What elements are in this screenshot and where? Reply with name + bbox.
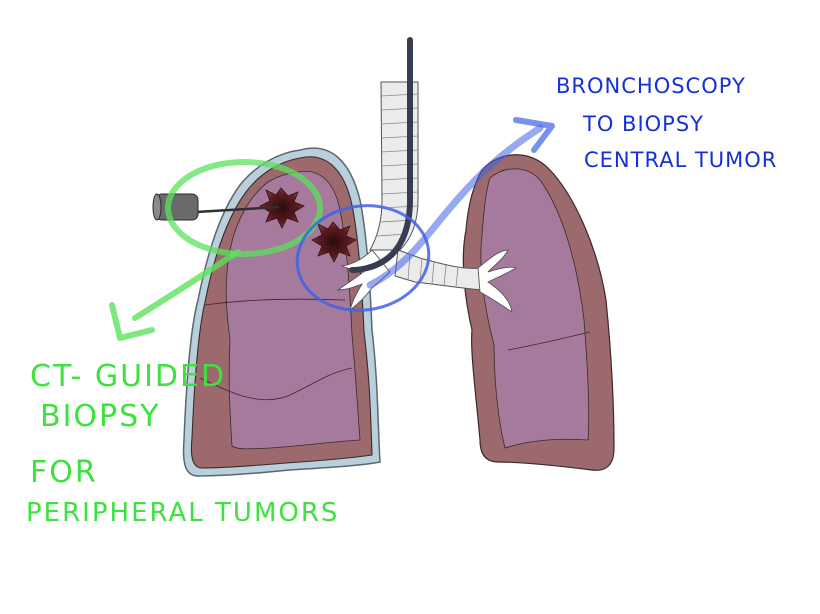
blue-highlight xyxy=(295,117,555,312)
green-highlight xyxy=(109,159,323,341)
ct-guided-label-line-3: FOR xyxy=(30,455,98,490)
tumor-icon xyxy=(259,187,357,263)
bronchoscopy-label-line-1: BRONCHOSCOPY xyxy=(556,74,746,98)
bronchoscopy-label-line-3: CENTRAL TUMOR xyxy=(584,148,778,172)
blue-arrow xyxy=(366,124,544,289)
green-arrowhead xyxy=(109,302,155,341)
peripheral-tumor xyxy=(259,187,305,229)
green-circle xyxy=(165,159,323,257)
left-lung-fissure-upper xyxy=(204,298,346,306)
bronchoscopy-label-line-2: TO BIOPSY xyxy=(583,112,704,136)
biopsy-needle xyxy=(195,205,280,214)
right-lung-fissure xyxy=(507,331,591,351)
right-bronchial-tree xyxy=(477,249,518,313)
blue-circle xyxy=(295,204,431,312)
central-tumor xyxy=(311,221,357,263)
green-arrow xyxy=(132,249,241,321)
ct-guided-label-line-4: PERIPHERAL TUMORS xyxy=(26,498,340,528)
bronchoscope-icon xyxy=(349,37,413,273)
right-lung xyxy=(462,154,615,471)
blue-arrowhead xyxy=(513,117,555,153)
ct-guided-label-line-2: BIOPSY xyxy=(40,399,161,434)
left-lung-fissure-lower xyxy=(199,367,353,401)
ct-guided-label-line-1: CT- GUIDED xyxy=(30,359,227,394)
